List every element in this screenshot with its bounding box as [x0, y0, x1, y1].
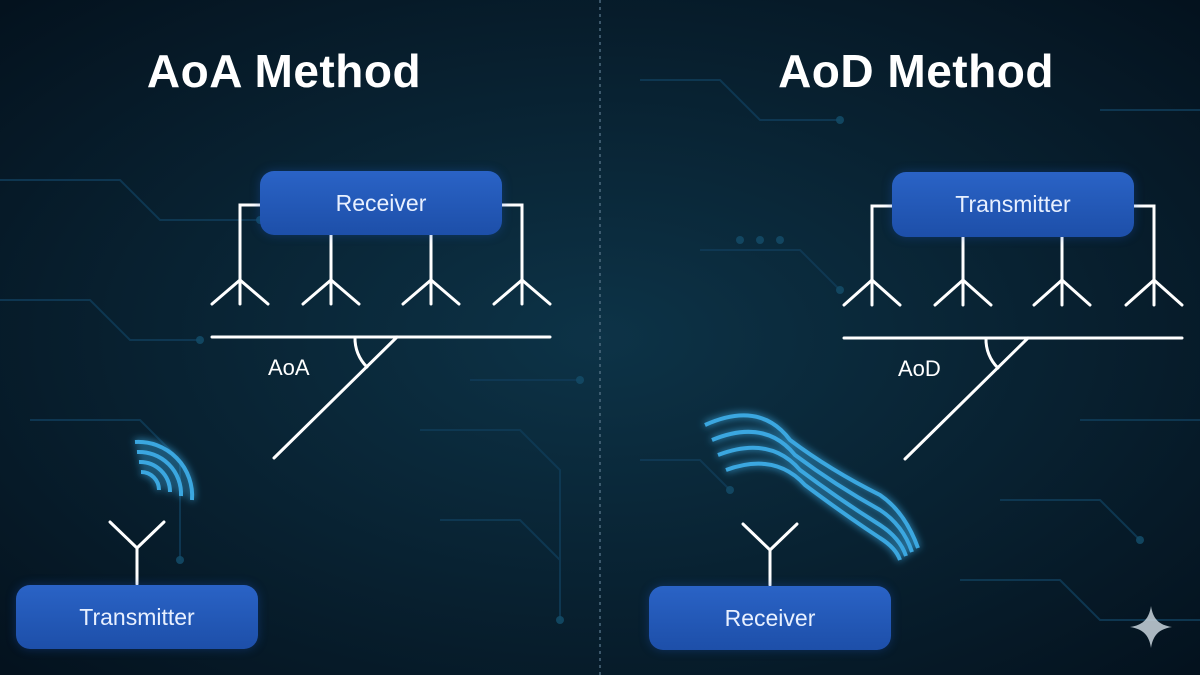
- aod-receiver-label: Receiver: [724, 604, 816, 631]
- aoa-transmitter-antenna: [108, 520, 166, 586]
- aod-title: AoD Method: [778, 45, 1054, 97]
- aoa-receiver-label: Receiver: [335, 189, 427, 216]
- aoa-angle-label: AoA: [268, 355, 310, 380]
- aod-transmitter-label: Transmitter: [955, 191, 1071, 217]
- aod-angle-label: AoD: [898, 356, 941, 381]
- aoa-receiver-box: Receiver: [260, 171, 502, 235]
- aod-transmitter-box: Transmitter: [892, 172, 1134, 237]
- aoa-signal-waves: [134, 439, 195, 501]
- aod-antenna-array: [842, 204, 1184, 461]
- aod-signal-waves: [704, 413, 920, 561]
- sparkle-icon: [1130, 606, 1172, 648]
- aod-receiver-antenna: [741, 522, 799, 587]
- aod-receiver-box: Receiver: [649, 586, 891, 650]
- aoa-transmitter-label: Transmitter: [79, 603, 195, 630]
- aoa-transmitter-box: Transmitter: [16, 585, 258, 649]
- aoa-title: AoA Method: [146, 45, 422, 97]
- aoa-antenna-array: [210, 203, 552, 460]
